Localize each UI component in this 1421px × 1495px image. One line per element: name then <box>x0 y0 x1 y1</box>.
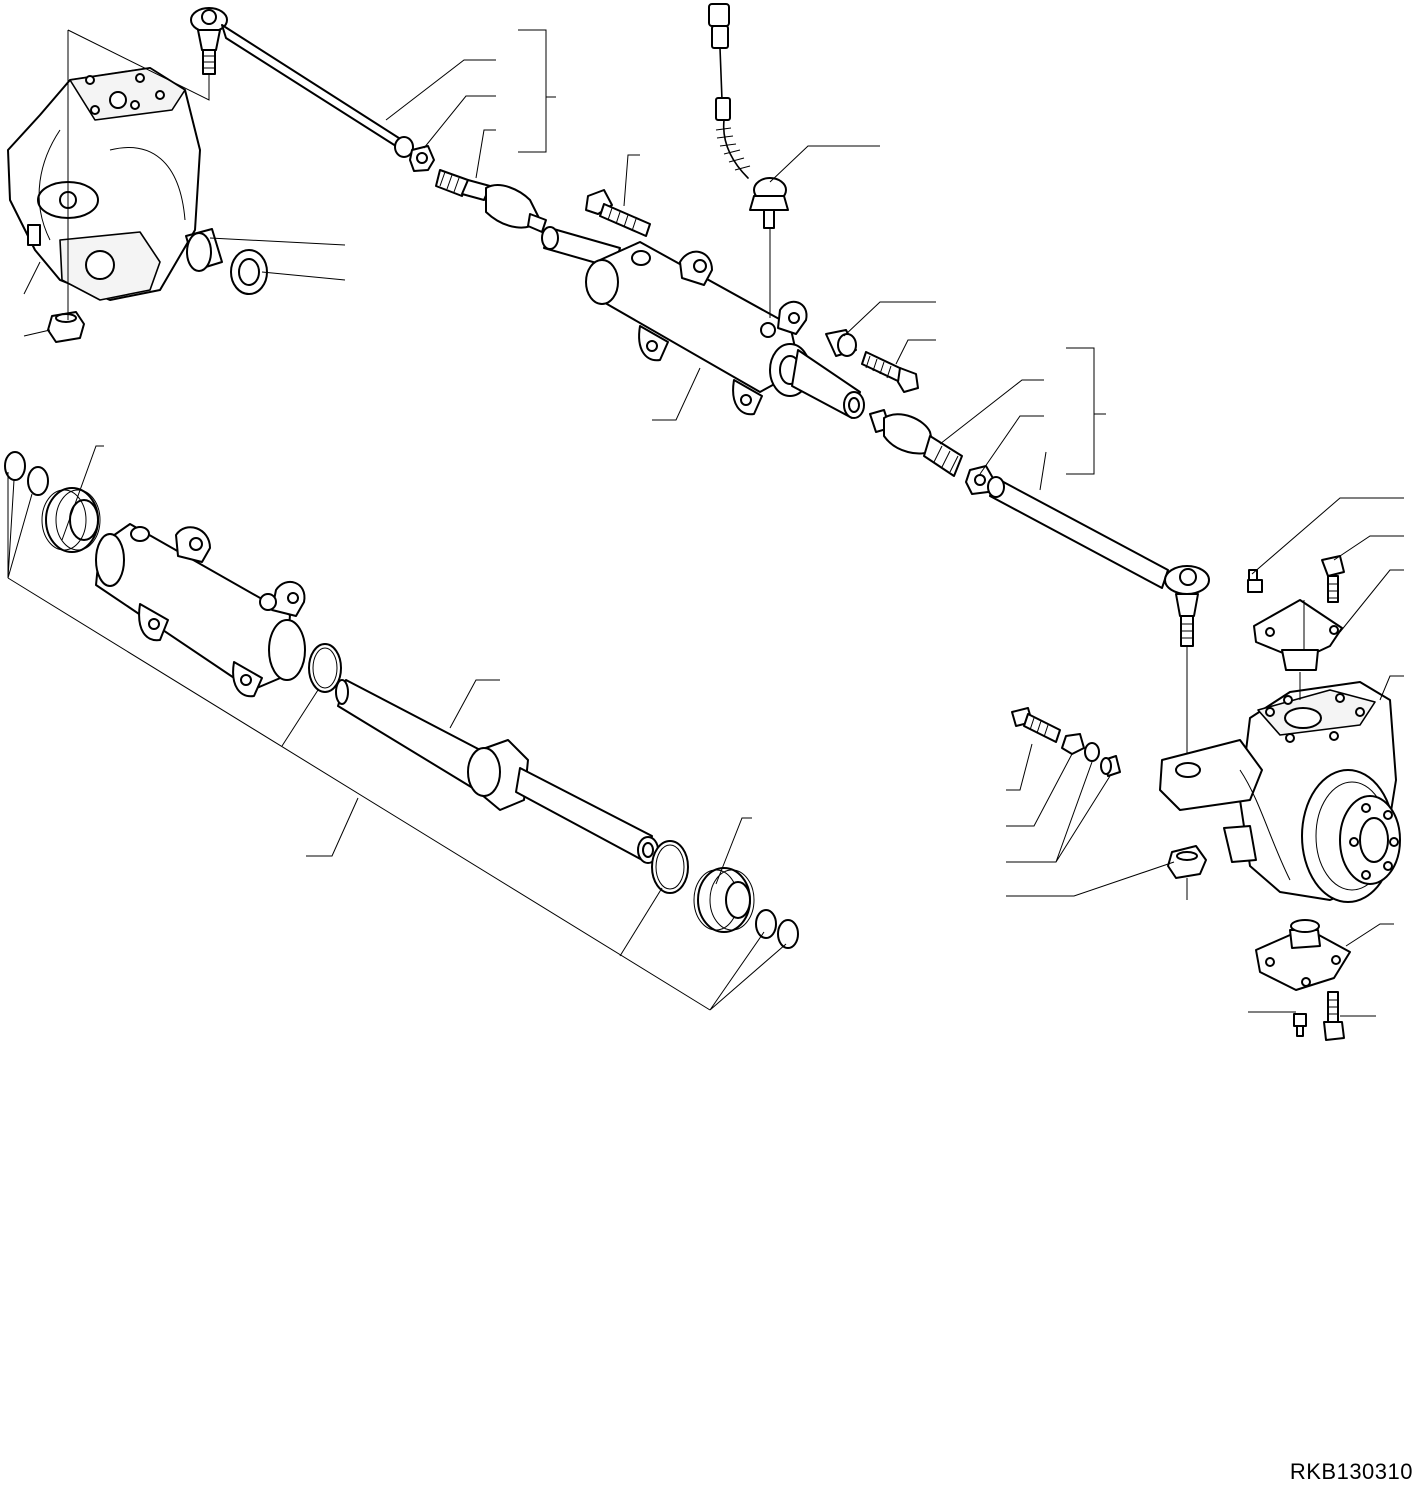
upper-kingpin-grease-fitting <box>1247 569 1263 593</box>
left-steering-knuckle <box>7 67 201 301</box>
right-inner-tie-rod <box>869 409 963 477</box>
left-tie-rod-end <box>190 7 228 75</box>
leader-lines <box>7 29 1404 1017</box>
right-knuckle-nut <box>1167 845 1207 879</box>
left-tie-rod-tube <box>221 24 414 158</box>
piston-o-ring <box>651 840 689 894</box>
steering-cylinder-assembly <box>541 226 865 419</box>
upper-kingpin-cap <box>1253 599 1343 671</box>
left-gland <box>41 487 101 553</box>
steering-sensor-harness <box>708 3 789 318</box>
left-kingpin-bushing <box>185 228 223 272</box>
cylinder-bushing <box>825 329 857 357</box>
lower-kingpin-cap <box>1255 919 1351 991</box>
drawing-code: RKB130310 <box>1289 1459 1413 1484</box>
right-tie-rod-tube <box>987 476 1169 589</box>
upper-kingpin-bolt <box>1321 555 1345 603</box>
left-inner-tie-rod <box>435 169 547 233</box>
lower-kingpin-bolt <box>1323 991 1345 1041</box>
lower-kingpin-grease-fitting <box>1293 1013 1307 1037</box>
right-steering-knuckle <box>1159 681 1401 903</box>
right-gland <box>693 867 755 933</box>
stopper-bolt <box>1011 707 1061 743</box>
rod-end-o-ring <box>4 451 49 496</box>
head-end-o-ring <box>755 909 799 949</box>
cylinder-mounting-bolt-right <box>861 351 919 393</box>
left-kingpin-seal <box>230 249 268 295</box>
left-knuckle-nut <box>47 311 85 343</box>
tube-o-ring <box>308 643 342 693</box>
stopper-locknut <box>1061 733 1085 755</box>
cylinder-mounting-bolt-left <box>585 189 651 237</box>
left-tie-rod-locknut <box>409 145 435 172</box>
right-tie-rod-end <box>1164 565 1210 760</box>
cylinder-tube <box>95 523 306 698</box>
stopper-cap <box>1100 755 1121 777</box>
stopper-washer <box>1084 742 1100 762</box>
piston-rod <box>335 679 659 864</box>
